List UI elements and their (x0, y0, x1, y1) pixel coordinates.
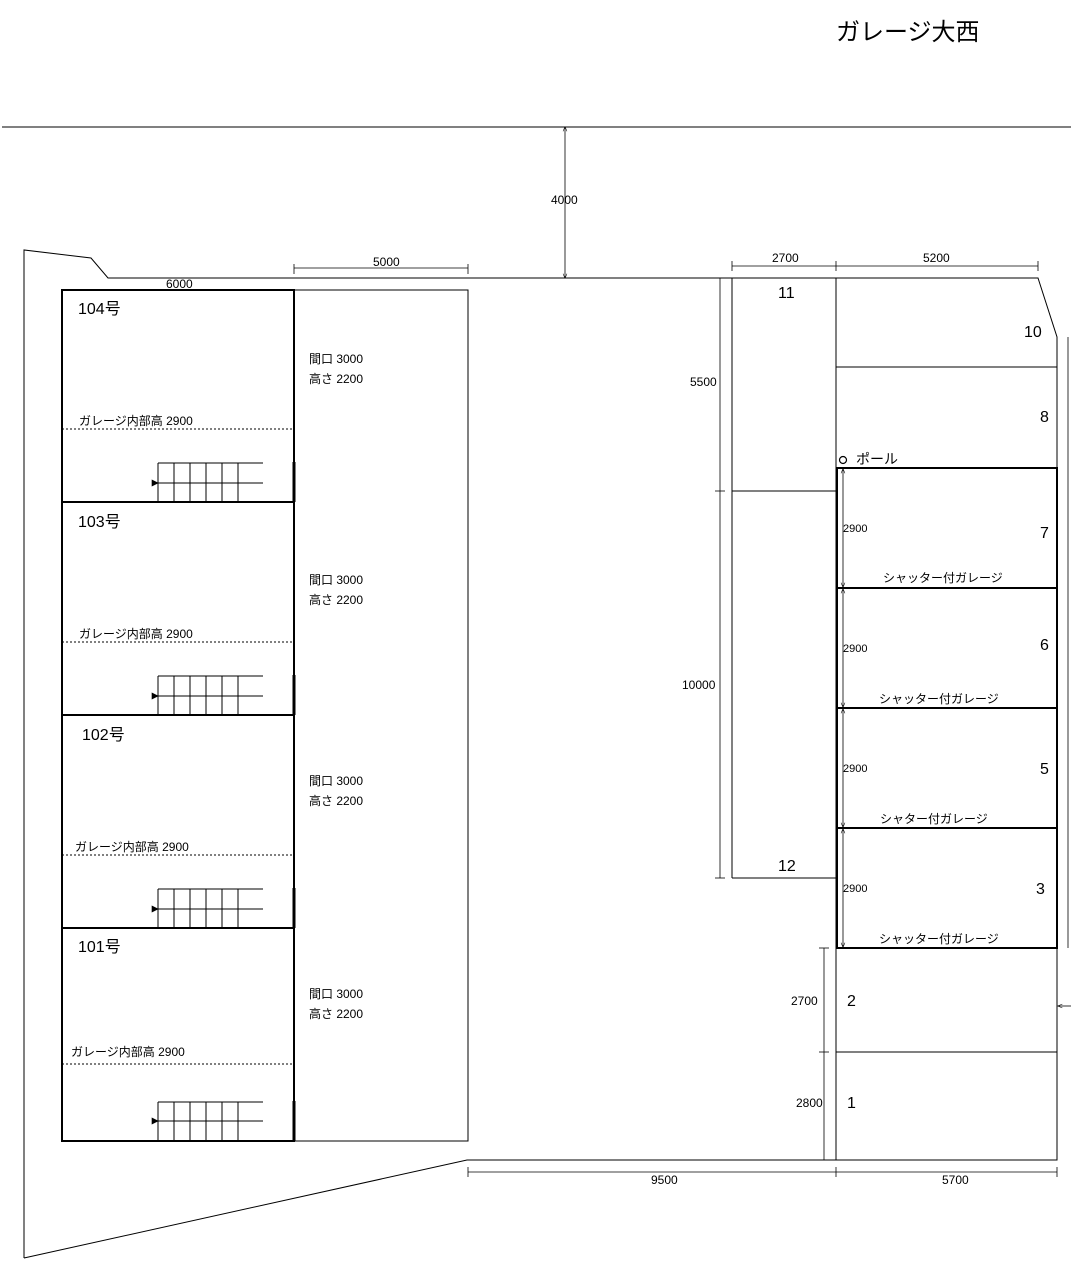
dim-5200-label: 5200 (923, 251, 950, 265)
space-6-number: 6 (1040, 637, 1049, 654)
stairs-icon (151, 888, 263, 928)
space-3-number: 3 (1036, 881, 1045, 898)
pole-icon (838, 455, 848, 465)
dim-2800-label: 2800 (796, 1096, 823, 1110)
shutter-label-6: シャッター付ガレージ (879, 692, 999, 706)
bay-7-dim-label: 2900 (843, 523, 867, 535)
dim-5000-label: 5000 (373, 255, 400, 269)
space-7-number: 7 (1040, 525, 1049, 542)
space-1-number: 1 (847, 1095, 856, 1112)
space-5-number: 5 (1040, 761, 1049, 778)
bay-6-dim-label: 2900 (843, 643, 867, 655)
bay-3-dim-label: 2900 (843, 883, 867, 895)
inner-height-102: ガレージ内部高 2900 (75, 839, 189, 854)
space-12-number: 12 (778, 858, 796, 875)
frontage-103: 間口 3000 (309, 573, 363, 587)
stairs-icon (151, 462, 263, 502)
bay-5-dim-label: 2900 (843, 763, 867, 775)
space-10-number: 10 (1024, 324, 1042, 341)
height-101: 高さ 2200 (309, 1006, 363, 1021)
dim-9500-label: 9500 (651, 1173, 678, 1187)
space-2-number: 2 (847, 993, 856, 1010)
shutter-label-5: シャター付ガレージ (880, 812, 988, 826)
site-boundary (23, 249, 1058, 1259)
unit-104-label: 104号 (78, 300, 121, 318)
shutter-label-7: シャッター付ガレージ (883, 571, 1003, 585)
shutter-label-3: シャッター付ガレージ (879, 932, 999, 946)
stairs-icon (151, 675, 263, 715)
road-gap-label: 4000 (551, 193, 578, 207)
dim-5500-label: 5500 (690, 375, 717, 389)
dim-2700-side-label: 2700 (791, 994, 818, 1008)
height-102: 高さ 2200 (309, 793, 363, 808)
frontage-102: 間口 3000 (309, 774, 363, 788)
space-8-number: 8 (1040, 409, 1049, 426)
unit-103-label: 103号 (78, 513, 121, 531)
unit-101-label: 101号 (78, 938, 121, 956)
height-104: 高さ 2200 (309, 371, 363, 386)
dim-10000-label: 10000 (682, 678, 716, 692)
inner-height-101: ガレージ内部高 2900 (71, 1044, 185, 1059)
inner-height-104: ガレージ内部高 2900 (79, 413, 193, 428)
frontage-104: 間口 3000 (309, 352, 363, 366)
stairs-icon (151, 1101, 263, 1141)
page-title: ガレージ大西 (836, 18, 980, 46)
space-11-number: 11 (778, 285, 795, 302)
dim-2700-top-label: 2700 (772, 251, 799, 265)
dim-5700-label: 5700 (942, 1173, 969, 1187)
dim-6000-label: 6000 (166, 277, 193, 291)
height-103: 高さ 2200 (309, 592, 363, 607)
frontage-101: 間口 3000 (309, 987, 363, 1001)
inner-height-103: ガレージ内部高 2900 (79, 626, 193, 641)
unit-102-label: 102号 (82, 726, 125, 744)
pole-label: ポール (856, 451, 898, 467)
